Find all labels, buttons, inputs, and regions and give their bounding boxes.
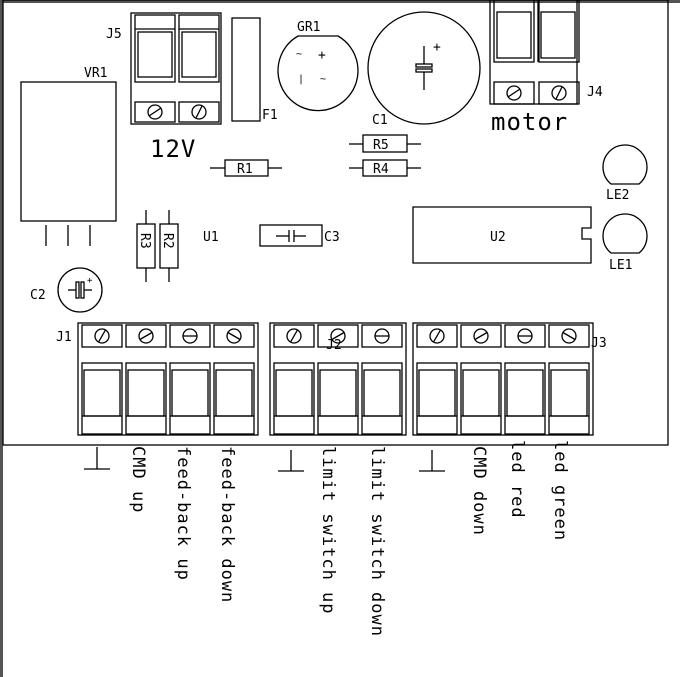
ground-symbol: [84, 447, 110, 470]
motor-label: motor: [491, 108, 568, 136]
pin-label-cmd-up: CMD up: [128, 446, 148, 513]
r5-label: R5: [373, 138, 389, 153]
j4-label: J4: [587, 85, 603, 100]
pin-label-limit-switch-up: limit switch up: [318, 446, 338, 615]
le1-label: LE1: [609, 258, 632, 273]
power-label: 12V: [150, 135, 196, 163]
c2-plus-mark: +: [87, 276, 93, 286]
j2-label: J2: [326, 338, 342, 353]
pin-label-limit-switch-down: limit switch down: [367, 446, 387, 637]
c3-label: C3: [324, 230, 340, 245]
c1-plus-mark: +: [433, 40, 441, 55]
terminal-screw: [94, 328, 110, 344]
c1-label: C1: [372, 113, 388, 128]
gr1-label: GR1: [297, 20, 320, 35]
resistor-r1: R1: [210, 159, 282, 177]
resistor-r3: R3: [136, 210, 156, 282]
gr1-minus-mark: |: [298, 74, 304, 85]
r1-label: R1: [237, 162, 253, 177]
le2-label: LE2: [606, 188, 629, 203]
r4-label: R4: [373, 162, 389, 177]
j3-label: J3: [591, 336, 607, 351]
u1-label: U1: [203, 230, 219, 245]
terminal-screw: [561, 328, 577, 344]
pin-label-feedback-up: feed-back up: [173, 446, 193, 581]
connector-j5: J5: [106, 12, 222, 125]
terminal-screw: [286, 328, 302, 344]
connector-j3: [412, 322, 594, 436]
capacitor-c3: C3: [259, 224, 340, 247]
terminal-screw: [226, 328, 242, 344]
terminal-screw: [138, 328, 154, 344]
u2-label: U2: [490, 230, 506, 245]
ground-symbol: [278, 450, 304, 472]
terminal-screw: [517, 328, 533, 344]
capacitor-c2: + C2: [30, 267, 103, 313]
pin-label-feedback-down: feed-back down: [217, 446, 237, 603]
connector-j2: [269, 322, 407, 436]
pin-label-led-green: led green: [550, 440, 570, 541]
fuse-f1: F1: [231, 17, 278, 123]
gr1-plus-mark: +: [318, 48, 326, 63]
led-le2: LE2: [602, 144, 648, 203]
regulator-vr1: VR1: [20, 66, 117, 246]
pin-label-cmd-down: CMD down: [469, 446, 489, 536]
j1-label: J1: [56, 330, 72, 345]
connector-j1: [77, 322, 259, 436]
gr1-ac-mark: ~: [320, 74, 326, 85]
r3-label: R3: [137, 233, 152, 249]
resistor-r2: R2: [159, 210, 179, 282]
vr1-label: VR1: [84, 66, 107, 81]
f1-label: F1: [262, 108, 278, 123]
board-outline: [2, 0, 669, 446]
r2-label: R2: [160, 233, 175, 249]
bridge-rectifier-gr1: GR1 ~ + | ~: [277, 20, 359, 112]
terminal-screw: [374, 328, 390, 344]
terminal-screw: [182, 328, 198, 344]
ic-u2: U2: [412, 206, 592, 264]
resistor-r4: R4: [349, 159, 421, 177]
terminal-screw: [473, 328, 489, 344]
j5-label: J5: [106, 27, 122, 42]
resistor-r5: R5: [349, 134, 421, 153]
terminal-screw: [330, 328, 346, 344]
c2-label: C2: [30, 288, 46, 303]
ground-symbol: [419, 450, 445, 472]
terminal-screw: [429, 328, 445, 344]
pin-label-led-red: led red: [507, 440, 527, 519]
connector-j4-motor: J4 motor: [489, 0, 603, 136]
capacitor-c1: + C1: [367, 11, 481, 128]
gr1-ac-mark: ~: [296, 49, 302, 60]
led-le1: LE1: [602, 213, 648, 273]
